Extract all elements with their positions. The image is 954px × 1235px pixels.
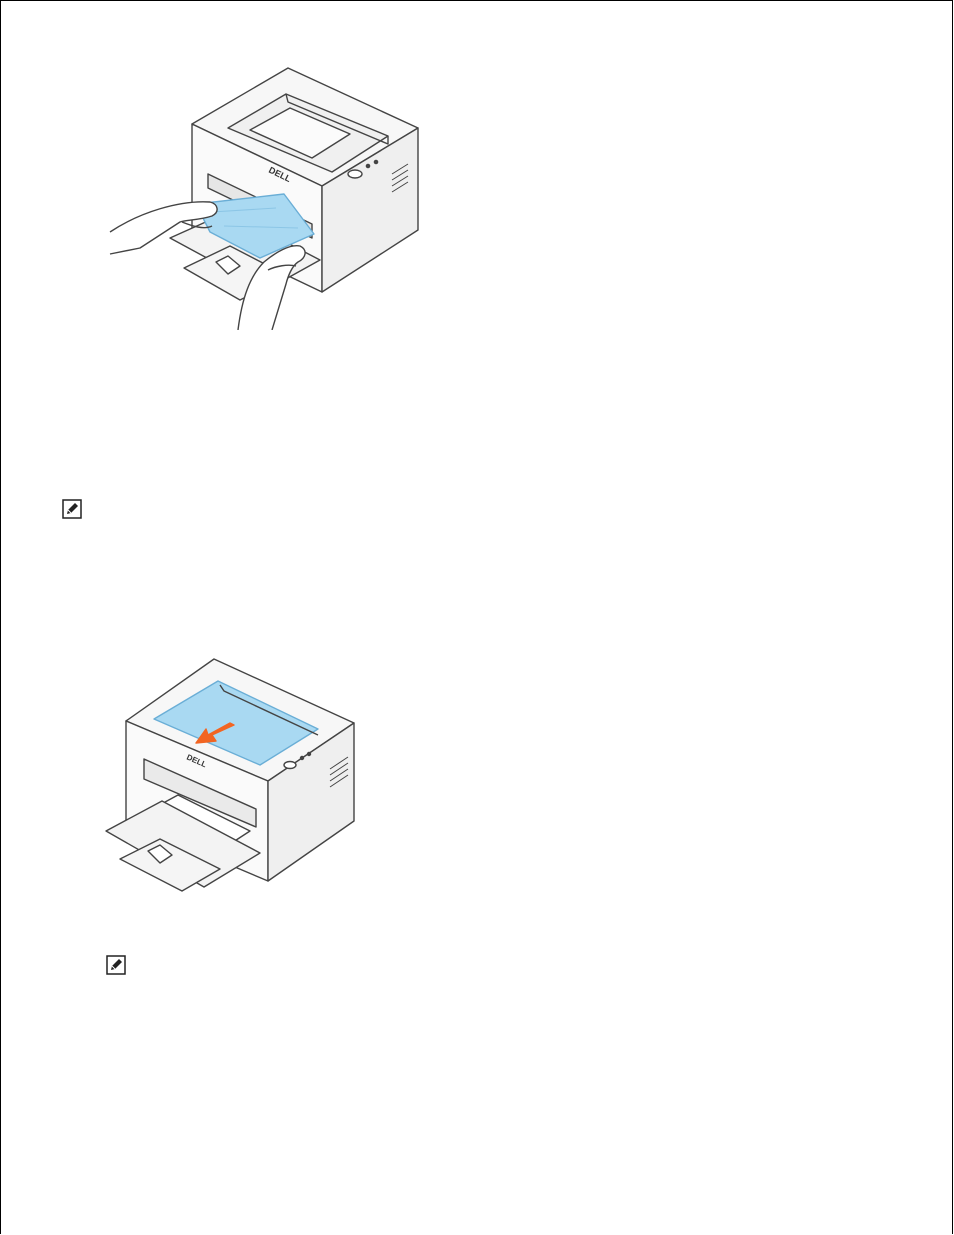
note-pencil-icon xyxy=(106,955,126,975)
printer-top-jam-illustration: DELL xyxy=(100,655,362,900)
printer-top-jam-drawing: DELL xyxy=(100,655,362,900)
printer-front-jam-illustration: DELL xyxy=(100,62,430,330)
note-pencil-icon xyxy=(62,499,82,519)
printer-front-jam-drawing: DELL xyxy=(100,62,430,330)
